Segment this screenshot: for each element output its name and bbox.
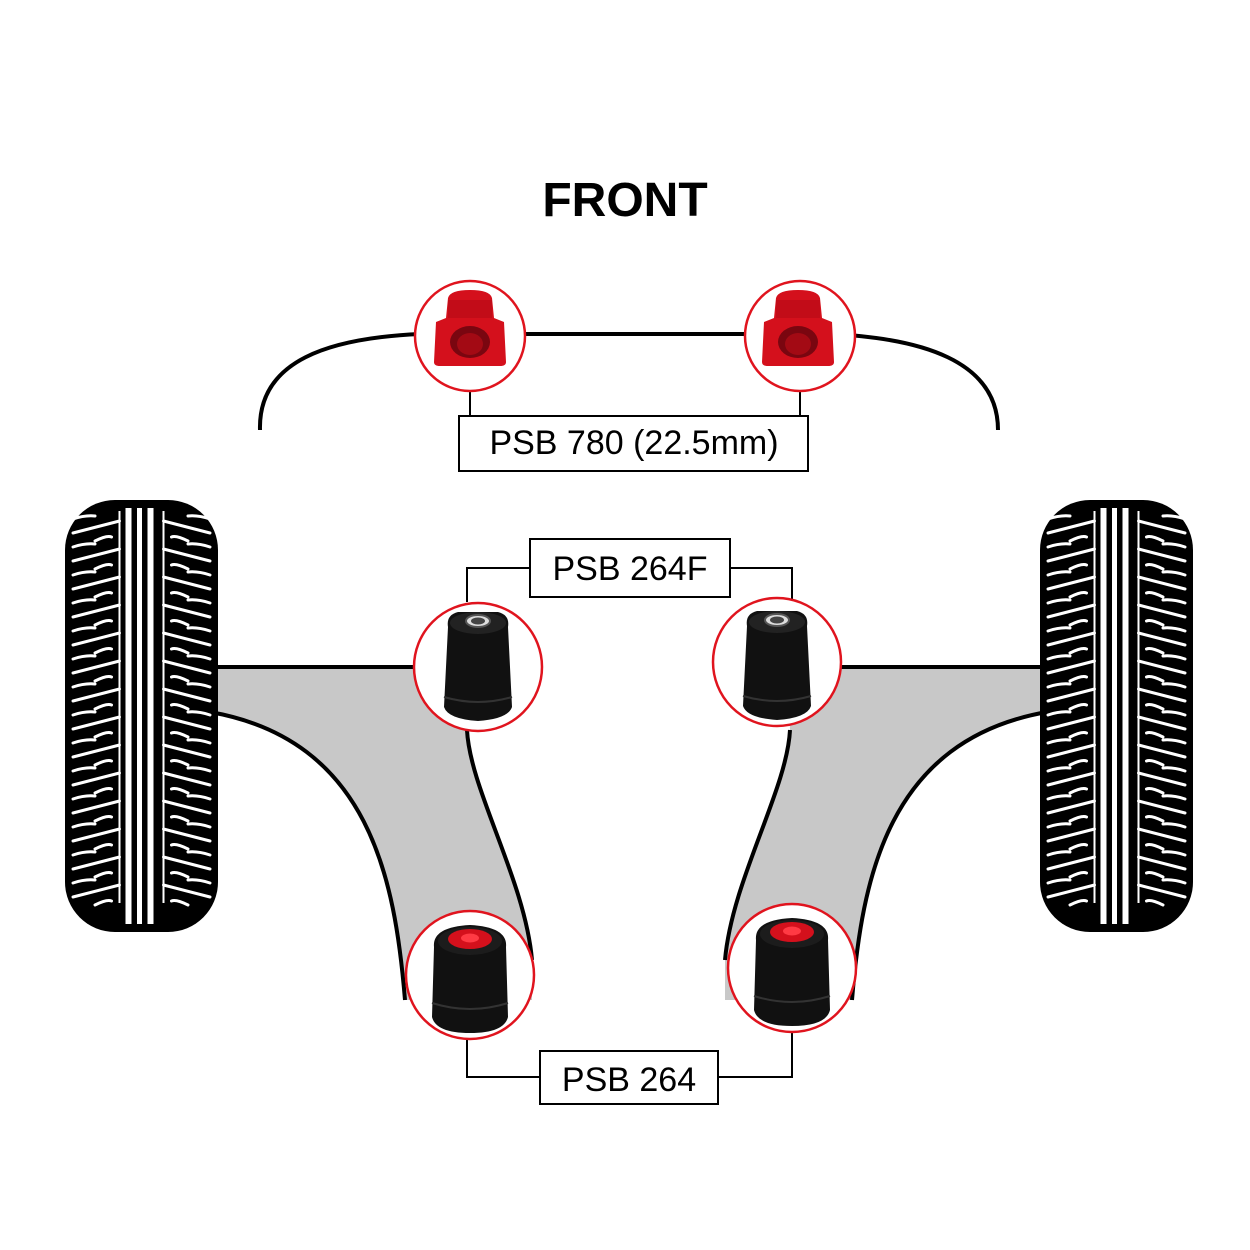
tread-mark (71, 794, 212, 823)
label-psb-264f-text: PSB 264F (553, 550, 708, 588)
label-psb-264f[interactable]: PSB 264F (529, 538, 731, 598)
tread-mark (71, 682, 212, 711)
anti-roll-bar (257, 332, 1000, 431)
page-title: FRONT (542, 174, 707, 227)
tread-mark (71, 654, 212, 683)
left-tire (65, 500, 218, 932)
tread-mark (71, 626, 212, 655)
tread-mark (1046, 654, 1187, 683)
tread-rib (118, 567, 165, 595)
tread-mark (71, 738, 212, 767)
tread-rib (118, 735, 165, 763)
tread-mark (1046, 570, 1187, 599)
tread-rib (1093, 735, 1140, 763)
tread-rib (118, 679, 165, 707)
tread-rib (1093, 595, 1140, 623)
arb-bush-right[interactable] (743, 279, 857, 393)
tread-rib (1093, 539, 1140, 567)
rear-wishbone-bush-right[interactable] (726, 902, 858, 1034)
tread-mark (1046, 850, 1187, 879)
tread-rib (1093, 847, 1140, 875)
tread-rib (118, 875, 165, 903)
tread-rib (118, 539, 165, 567)
tread-mark (71, 822, 212, 851)
right-tire (1040, 500, 1193, 932)
label-psb-264[interactable]: PSB 264 (539, 1050, 719, 1105)
tread-mark (1046, 766, 1187, 795)
tread-rib (1093, 875, 1140, 903)
label-connectors (466, 392, 801, 1078)
tread-mark (1046, 710, 1187, 739)
tread-mark (1046, 626, 1187, 655)
tread-rib (1093, 511, 1140, 539)
label-psb-264-text: PSB 264 (562, 1061, 696, 1099)
tread-rib (118, 763, 165, 791)
tread-rib (118, 707, 165, 735)
tire-groove (1122, 508, 1129, 924)
tread-rib (1093, 679, 1140, 707)
tire-groove (1100, 508, 1107, 924)
tread-rib (1093, 651, 1140, 679)
label-psb-780-text: PSB 780 (22.5mm) (489, 424, 778, 462)
tread-mark (71, 710, 212, 739)
tire-groove (137, 508, 142, 924)
tread-rib (1093, 819, 1140, 847)
tread-mark (71, 514, 212, 543)
tread-rib (1093, 623, 1140, 651)
tread-mark (1046, 542, 1187, 571)
front-wishbone-bush-left[interactable] (412, 601, 544, 733)
tire-groove (147, 508, 154, 924)
tread-mark (71, 542, 212, 571)
tread-rib (118, 791, 165, 819)
tread-mark (71, 878, 212, 907)
tread-mark (71, 598, 212, 627)
label-psb-780[interactable]: PSB 780 (22.5mm) (458, 415, 809, 472)
tire-groove (1112, 508, 1117, 924)
tread-rib (118, 819, 165, 847)
tread-rib (118, 623, 165, 651)
tread-rib (118, 511, 165, 539)
front-wishbone-bush-right[interactable] (711, 596, 843, 728)
tread-mark (71, 850, 212, 879)
tread-rib (1093, 567, 1140, 595)
tread-mark (1046, 878, 1187, 907)
tread-mark (71, 570, 212, 599)
tread-mark (1046, 794, 1187, 823)
arb-bush-left[interactable] (413, 279, 527, 393)
tread-rib (1093, 763, 1140, 791)
tread-rib (1093, 707, 1140, 735)
tread-rib (118, 595, 165, 623)
tread-mark (1046, 822, 1187, 851)
tire-groove (125, 508, 132, 924)
tread-mark (1046, 738, 1187, 767)
tread-rib (118, 651, 165, 679)
tread-mark (1046, 682, 1187, 711)
tread-mark (1046, 598, 1187, 627)
tread-rib (1093, 791, 1140, 819)
tread-mark (71, 766, 212, 795)
tread-rib (118, 847, 165, 875)
tread-mark (1046, 514, 1187, 543)
rear-wishbone-bush-left[interactable] (404, 909, 536, 1041)
